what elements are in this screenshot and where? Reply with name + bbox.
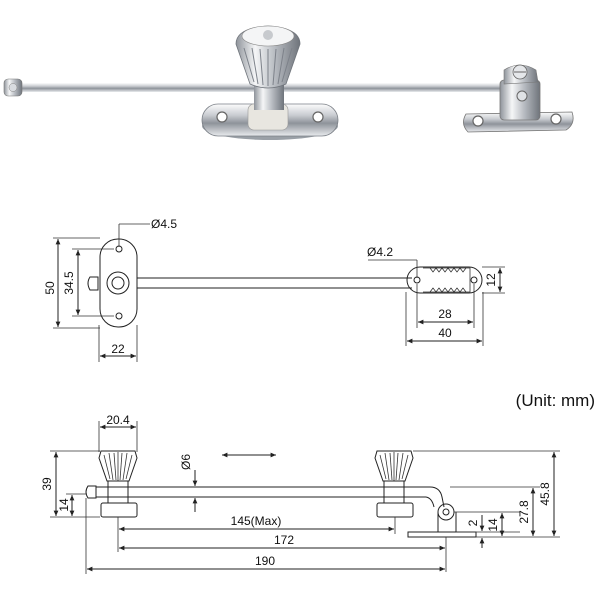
dim-rod-diameter: Ø6 <box>179 454 193 470</box>
top-hole-lower <box>115 312 123 320</box>
photo-base-plate <box>201 103 339 140</box>
dim-length-mid: 172 <box>274 533 294 547</box>
dim-length-total: 190 <box>255 554 275 568</box>
dim-side-height-base: 14 <box>57 498 71 512</box>
side-knob-right <box>374 450 414 482</box>
dim-top-height-right: 12 <box>484 273 498 287</box>
dim-top-height-total: 50 <box>43 281 57 295</box>
side-knob-left <box>98 450 138 482</box>
top-view-drawing: 50 34.5 22 Ø4.5 Ø4.2 12 28 40 <box>43 217 505 362</box>
top-knob-outer <box>106 271 130 295</box>
dim-side-14: 14 <box>486 518 500 532</box>
dim-hole-left: Ø4.5 <box>151 217 177 231</box>
dim-side-27-8: 27.8 <box>517 500 531 524</box>
dim-top-width-left: 22 <box>111 342 125 356</box>
side-end-nut <box>85 485 97 499</box>
dim-top-width-right: 40 <box>438 326 452 340</box>
top-knob-inner <box>111 276 125 290</box>
photo-hinge-bracket <box>463 64 574 133</box>
top-end-nut <box>87 276 99 291</box>
unit-note: (Unit: mm) <box>516 391 595 410</box>
side-base-right <box>376 502 414 518</box>
dim-stroke: 145(Max) <box>231 514 282 528</box>
dim-side-45-8: 45.8 <box>538 482 552 506</box>
top-left-plate <box>99 238 138 328</box>
product-photo <box>3 25 574 140</box>
top-right-bracket <box>406 266 483 294</box>
dim-knob-width: 20.4 <box>106 413 130 427</box>
photo-knob <box>235 25 301 110</box>
dim-side-2: 2 <box>466 519 480 526</box>
top-hole-bracket-right <box>470 276 478 284</box>
dim-hole-right: Ø4.2 <box>367 245 393 259</box>
dim-top-height-inner: 34.5 <box>62 271 76 295</box>
dim-hole-spacing-right: 28 <box>438 307 452 321</box>
dim-side-height-knob: 39 <box>40 477 54 491</box>
photo-end-nut <box>3 78 23 97</box>
side-view-drawing: 20.4 Ø6 39 14 145(Max) 172 190 <box>40 413 560 574</box>
side-base-left <box>100 502 138 518</box>
